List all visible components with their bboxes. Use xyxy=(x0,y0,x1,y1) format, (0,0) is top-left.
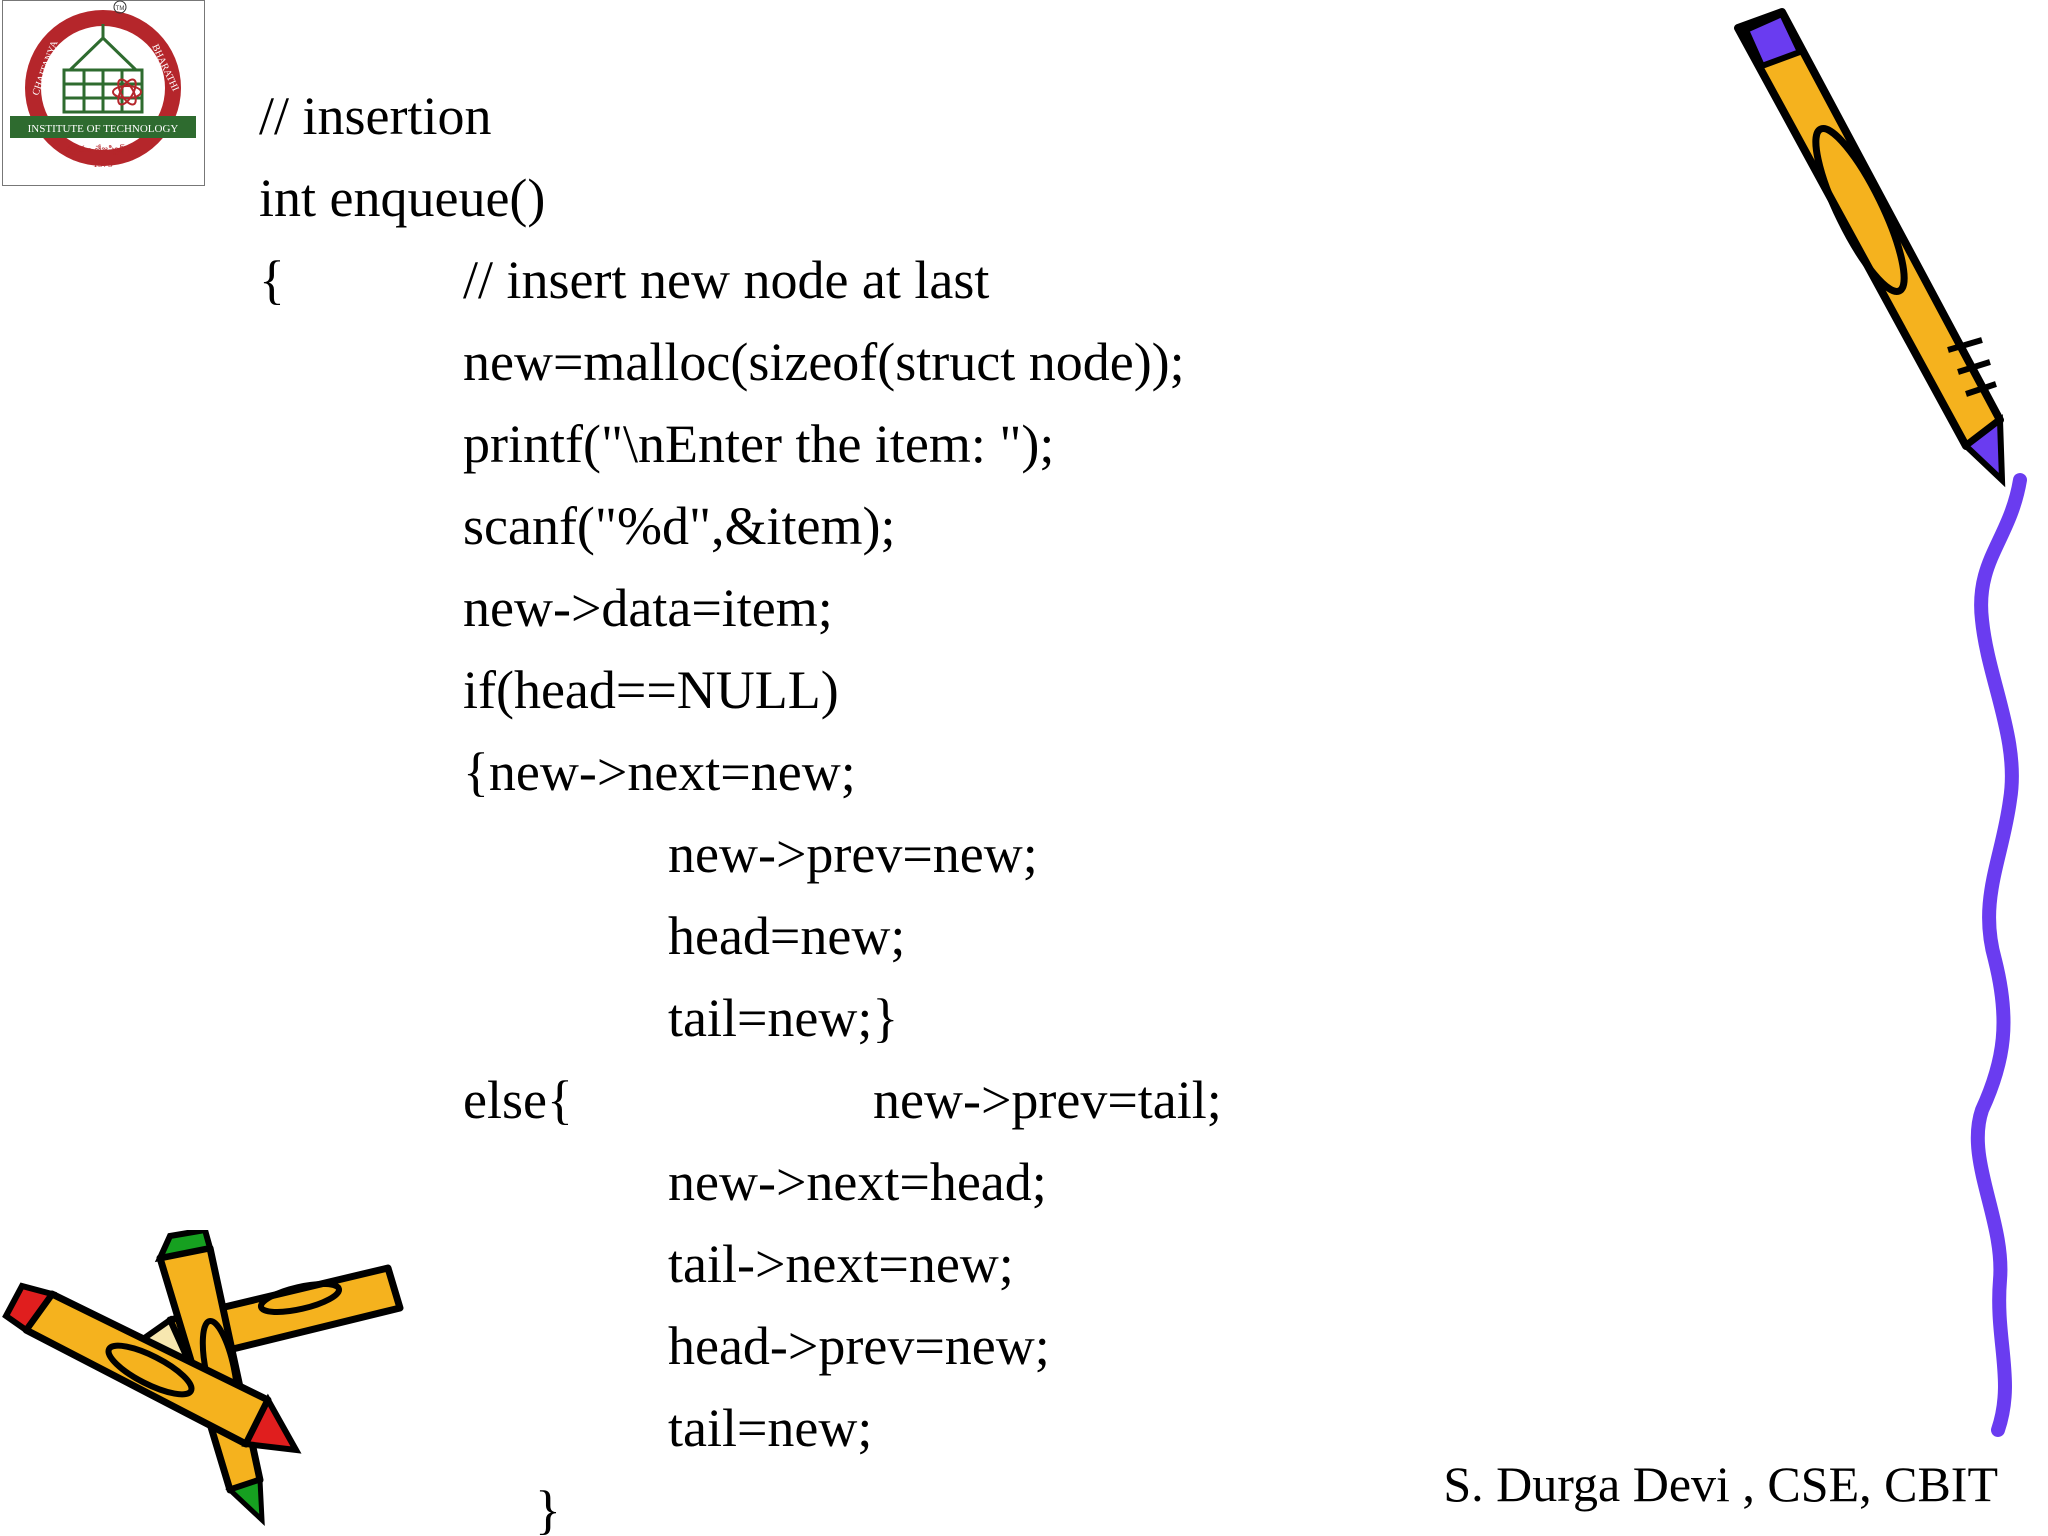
code-line-3-comment: // insert new node at last xyxy=(463,250,990,310)
footer-author: S. Durga Devi , CSE, CBIT xyxy=(1443,1456,1998,1512)
code-line-7: new->data=item; xyxy=(463,578,833,638)
code-line-13-stmt: new->prev=tail; xyxy=(873,1070,1222,1130)
crossed-pencils-decoration xyxy=(2,1230,404,1527)
code-line-11: head=new; xyxy=(668,906,906,966)
code-line-18: } xyxy=(535,1480,561,1536)
code-line-5: printf("\nEnter the item: "); xyxy=(463,414,1055,474)
code-line-4: new=malloc(sizeof(struct node)); xyxy=(463,332,1185,392)
code-line-14: new->next=head; xyxy=(668,1152,1047,1212)
code-line-13-else: else{ xyxy=(463,1070,573,1130)
code-line-15: tail->next=new; xyxy=(668,1234,1014,1294)
logo-motto: స్వయం తేజస్విన్ భవ xyxy=(65,144,141,156)
code-line-16: head->prev=new; xyxy=(668,1316,1050,1376)
code-line-1: // insertion xyxy=(259,86,492,146)
pencil-icon xyxy=(1734,8,2006,488)
code-line-9: {new->next=new; xyxy=(463,742,856,802)
code-line-6: scanf("%d",&item); xyxy=(463,496,896,556)
institution-logo: INSTITUTE OF TECHNOLOGY CHAITANYA BHARAT… xyxy=(2,0,205,186)
pencil-front-icon xyxy=(2,1282,302,1454)
purple-squiggle xyxy=(1970,473,2027,1437)
code-line-3-brace: { xyxy=(259,250,285,310)
code-line-17: tail=new; xyxy=(668,1398,873,1458)
code-line-12: tail=new;} xyxy=(668,988,899,1048)
logo-year: 1979 xyxy=(93,159,113,170)
code-line-10: new->prev=new; xyxy=(668,824,1038,884)
pencil-squiggle-decoration xyxy=(1734,8,2027,1437)
code-line-8: if(head==NULL) xyxy=(463,660,839,720)
logo-tm: TM xyxy=(116,6,125,12)
code-line-2: int enqueue() xyxy=(259,168,546,228)
logo-band-text: INSTITUTE OF TECHNOLOGY xyxy=(28,123,179,135)
